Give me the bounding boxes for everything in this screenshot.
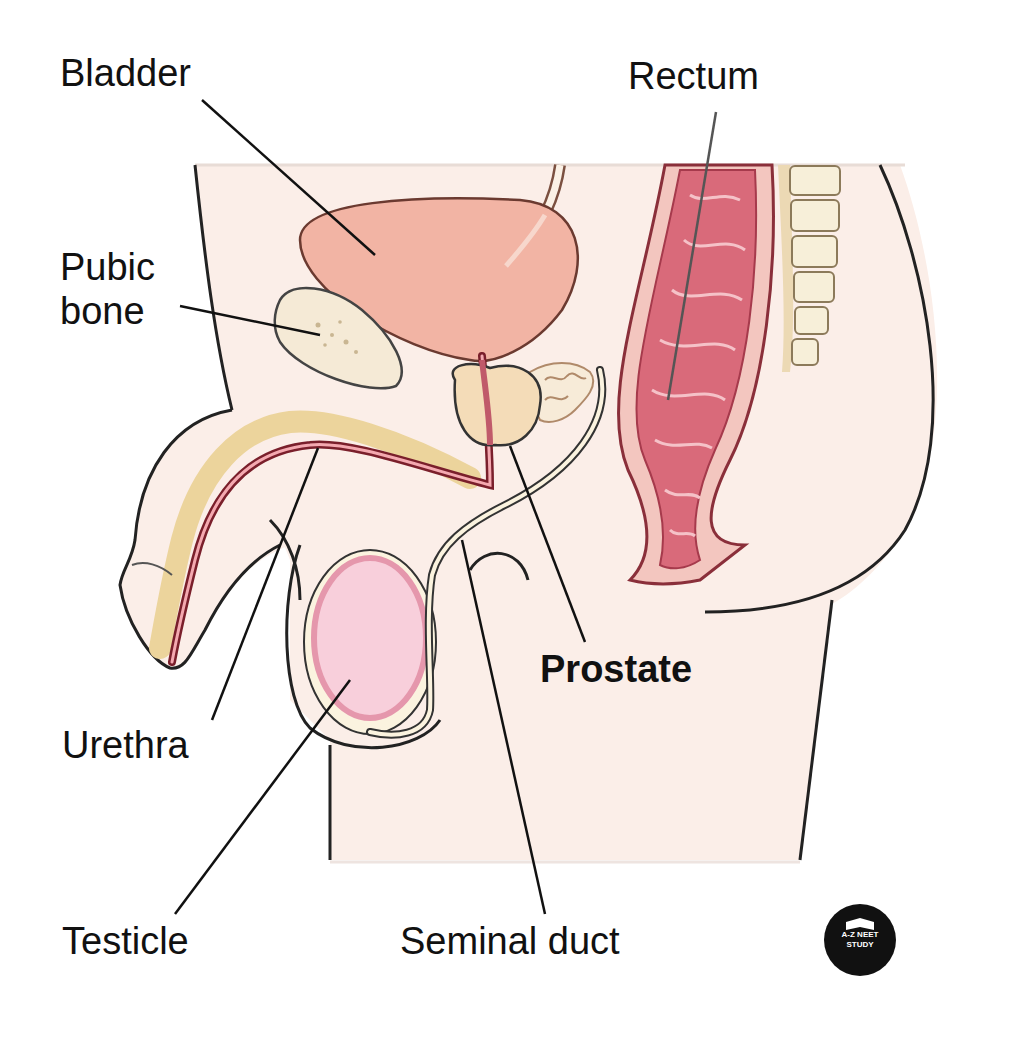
bone-dot: [354, 350, 358, 354]
penis: [120, 410, 300, 668]
watermark: A-Z NEET STUDY: [830, 930, 890, 949]
organ-label: Prostate: [540, 648, 692, 692]
prostate-urethra: [482, 360, 490, 445]
spine-band: [778, 165, 793, 372]
rectum-folds: [652, 195, 745, 536]
bladder-ureter-end: [506, 215, 545, 266]
organ-label: Seminal duct: [400, 920, 620, 964]
leader-line: [510, 446, 585, 642]
leader-line: [202, 100, 375, 255]
organ-label: Pubic bone: [60, 246, 210, 333]
inner-thigh-outline: [470, 553, 528, 580]
fold: [672, 290, 742, 300]
testicle: [314, 558, 426, 718]
watermark-book: [846, 918, 874, 930]
spine-vertebrae: [790, 166, 840, 365]
bone-dot: [323, 343, 327, 347]
vertebra: [791, 200, 839, 231]
vertebra: [792, 339, 818, 365]
testicle-sheath: [304, 550, 436, 734]
vertebra: [790, 166, 840, 195]
leader-line: [668, 112, 716, 400]
glans-line: [132, 563, 172, 575]
vertebra: [792, 236, 837, 267]
pubic-bone: [275, 288, 402, 388]
organ-label: Urethra: [62, 724, 189, 768]
organ-label: Bladder: [60, 52, 191, 96]
abdomen-outline: [195, 165, 232, 410]
thigh-front-outline: [329, 745, 332, 860]
prostate: [453, 364, 541, 445]
organ-label: Rectum: [628, 55, 759, 99]
watermark-disc: [824, 904, 896, 976]
vertebra: [794, 272, 834, 302]
bone-dot: [330, 333, 334, 337]
fold: [690, 195, 740, 200]
vertebra: [795, 307, 828, 334]
leader-line: [175, 680, 350, 914]
thigh-back-outline: [800, 600, 832, 860]
fold: [660, 340, 735, 350]
fold: [655, 440, 712, 448]
section-edge: [330, 861, 800, 864]
body-ground: [195, 165, 937, 860]
fold: [665, 490, 700, 498]
leader-lines: [175, 100, 716, 914]
back-outline: [705, 165, 933, 612]
leader-line: [462, 540, 545, 914]
fold: [652, 390, 725, 400]
fold: [670, 530, 695, 536]
organ-label: Testicle: [62, 920, 189, 964]
bone-dot: [338, 320, 342, 324]
leader-line: [212, 448, 318, 720]
bone-dot: [344, 340, 349, 345]
bone-texture: [316, 320, 359, 354]
bone-dot: [316, 323, 321, 328]
leader-line: [180, 306, 320, 335]
scrotum-outline: [287, 545, 440, 748]
vesicle-coils: [545, 373, 586, 400]
